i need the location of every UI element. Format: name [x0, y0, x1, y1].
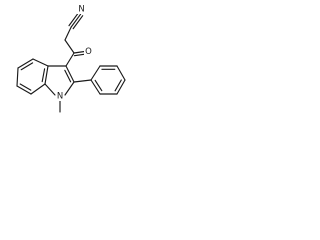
bond-c6-c7 — [16, 85, 32, 95]
bonds — [16, 12, 126, 113]
nitrile-nitrogen-label: N — [78, 5, 84, 15]
bond-c4-c5-inner — [20, 62, 34, 71]
bond-c4-c5 — [17, 58, 34, 69]
bond-c6-c7-inner — [19, 83, 32, 91]
carbonyl-double-bond-a — [73, 50, 86, 54]
bond-c7-c7a — [30, 83, 46, 95]
phenyl-bond-6 — [90, 79, 101, 95]
bond-n1-c7a — [44, 83, 56, 96]
bond-c3-c2 — [65, 65, 75, 83]
bond-c5-c6 — [16, 67, 19, 87]
phenyl-bond-6-inner — [94, 79, 103, 92]
bond-nitrile-ch2 — [64, 26, 72, 41]
phenyl-bond-1 — [90, 65, 101, 81]
indole-nitrogen-label: N — [57, 92, 63, 102]
bond-c3a-c7a-inner — [41, 68, 46, 83]
nitrile-triple-bond-b — [72, 15, 84, 30]
phenyl-bond-4 — [116, 79, 126, 95]
bond-c3a-c7a — [44, 65, 49, 85]
bond-c2-phenyl — [73, 79, 92, 83]
bond-ch2-carbonyl — [64, 39, 75, 54]
phenyl-bond-3 — [116, 65, 126, 81]
carbonyl-oxygen-label: O — [85, 47, 92, 57]
bond-c2-n1 — [64, 81, 75, 96]
nitrile-triple-bond-a — [70, 13, 82, 28]
bond-carbonyl-c3 — [65, 52, 75, 67]
carbonyl-double-bond-b — [73, 53, 86, 57]
phenyl-bond-4-inner — [114, 79, 122, 92]
nitrile-triple-bond-c — [68, 12, 80, 27]
atom-labels: N O N — [55, 5, 93, 102]
bond-c3-c2-inner — [64, 69, 72, 83]
bond-c3a-c4 — [32, 58, 49, 67]
chemical-structure-diagram: N O N — [16, 5, 126, 113]
